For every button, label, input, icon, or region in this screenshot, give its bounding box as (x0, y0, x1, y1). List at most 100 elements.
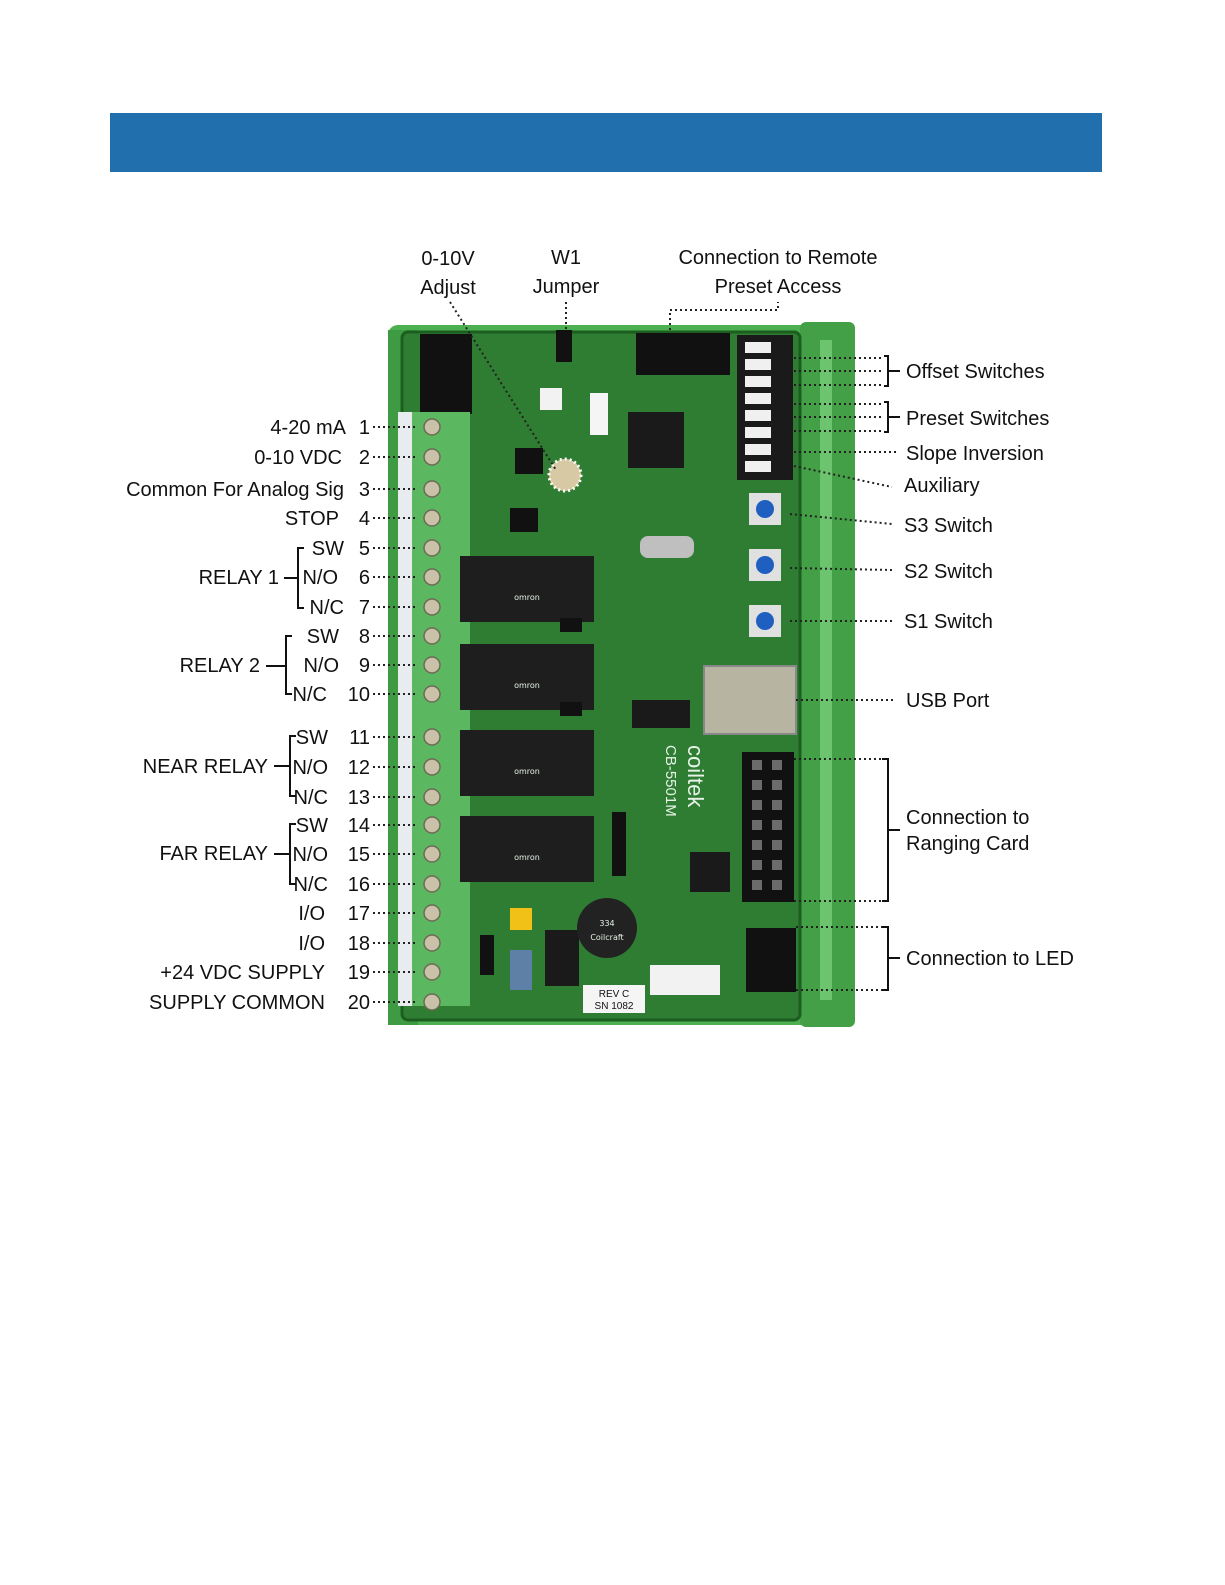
ranging-pin (772, 880, 782, 890)
terminal-label-16: N/C (294, 874, 328, 896)
brand-silk: coiltek (683, 745, 708, 808)
ranging-pin (752, 780, 762, 790)
s3-button[interactable] (749, 493, 781, 525)
terminal-number-4: 4 (359, 508, 370, 530)
terminal-screw-4[interactable] (423, 509, 441, 527)
terminal-screw-15[interactable] (423, 845, 441, 863)
terminal-screw-16[interactable] (423, 875, 441, 893)
terminal-screw-12[interactable] (423, 758, 441, 776)
relay-near (460, 730, 594, 796)
terminal-screw-2[interactable] (423, 448, 441, 466)
left-brackets (266, 547, 304, 885)
terminal-screw-13[interactable] (423, 788, 441, 806)
rev-label: REV C SN 1082 (583, 985, 645, 1013)
terminal-screw-5[interactable] (423, 539, 441, 557)
dip-key-6[interactable] (745, 427, 771, 438)
svg-text:omron: omron (514, 853, 540, 862)
ranging-header[interactable] (742, 752, 794, 902)
inductor: 334 Coilcraft (577, 898, 637, 958)
dip-key-3[interactable] (745, 376, 771, 387)
ranging-pin (772, 800, 782, 810)
terminal-screw-18[interactable] (423, 934, 441, 952)
svg-text:omron: omron (514, 681, 540, 690)
group-relay2: RELAY 2 (180, 655, 260, 677)
ranging-pin (772, 840, 782, 850)
group-relay1: RELAY 1 (199, 567, 279, 589)
label-remote-1: Connection to Remote (678, 247, 877, 269)
terminal-number-20: 20 (348, 992, 370, 1014)
s2-button[interactable] (749, 549, 781, 581)
terminal-number-13: 13 (348, 787, 370, 809)
dip-key-2[interactable] (745, 359, 771, 370)
terminal-label-10: N/C (293, 684, 327, 706)
potentiometer[interactable] (547, 457, 583, 493)
model-silk: CB-5501M (662, 745, 679, 817)
terminal-screw-11[interactable] (423, 728, 441, 746)
led-header[interactable] (746, 928, 796, 992)
svg-text:SN 1082: SN 1082 (595, 1001, 634, 1012)
terminal-number-10: 10 (348, 684, 370, 706)
terminal-screw-17[interactable] (423, 904, 441, 922)
label-ranging-1: Connection to (906, 807, 1029, 829)
remote-preset-header[interactable] (636, 333, 730, 375)
terminal-number-3: 3 (359, 479, 370, 501)
terminal-screw-14[interactable] (423, 816, 441, 834)
svg-text:Coilcraft: Coilcraft (590, 933, 623, 942)
terminal-label-14: SW (296, 815, 328, 837)
terminal-screw-9[interactable] (423, 656, 441, 674)
terminal-label-7: N/C (310, 597, 344, 619)
leader-remote (669, 302, 779, 330)
terminal-number-14: 14 (348, 815, 370, 837)
dip-key-1[interactable] (745, 342, 771, 353)
terminal-number-15: 15 (348, 844, 370, 866)
right-annotations: Offset Switches Preset Switches Slope In… (789, 355, 1074, 991)
terminal-number-6: 6 (359, 567, 370, 589)
terminal-number-16: 16 (348, 874, 370, 896)
group-near: NEAR RELAY (143, 756, 268, 778)
terminal-screw-19[interactable] (423, 963, 441, 981)
terminal-number-8: 8 (359, 626, 370, 648)
s1-button[interactable] (749, 605, 781, 637)
terminal-screw-8[interactable] (423, 627, 441, 645)
label-adjust-1: 0-10V (421, 248, 475, 270)
label-ranging-2: Ranging Card (906, 833, 1029, 855)
ranging-pin (752, 840, 762, 850)
terminal-number-19: 19 (348, 962, 370, 984)
label-usb: USB Port (906, 690, 990, 712)
dip-switch[interactable] (737, 335, 793, 480)
ranging-pin (772, 760, 782, 770)
relay-k2 (460, 644, 594, 710)
terminal-number-11: 11 (349, 727, 370, 749)
terminal-label-2: 0-10 VDC (254, 447, 342, 469)
terminal-strip (398, 412, 470, 1011)
terminal-screw-7[interactable] (423, 598, 441, 616)
ranging-pin (772, 820, 782, 830)
terminal-number-12: 12 (348, 757, 370, 779)
svg-text:334: 334 (599, 919, 614, 928)
terminal-label-17: I/O (298, 903, 325, 925)
terminal-number-2: 2 (359, 447, 370, 469)
terminal-screw-20[interactable] (423, 993, 441, 1011)
terminal-number-18: 18 (348, 933, 370, 955)
terminal-number-1: 1 (359, 417, 370, 439)
ranging-pin (752, 760, 762, 770)
terminal-screw-3[interactable] (423, 480, 441, 498)
ranging-pin (752, 800, 762, 810)
dip-key-4[interactable] (745, 393, 771, 404)
ranging-pin (752, 860, 762, 870)
dip-key-8[interactable] (745, 461, 771, 472)
relay-far (460, 816, 594, 882)
usb-port[interactable] (703, 665, 797, 735)
label-offset: Offset Switches (906, 361, 1045, 383)
terminal-label-20: SUPPLY COMMON (149, 992, 325, 1014)
jumper-w1[interactable] (556, 330, 572, 362)
terminal-screw-6[interactable] (423, 568, 441, 586)
ranging-pin (772, 860, 782, 870)
dip-key-5[interactable] (745, 410, 771, 421)
dip-key-7[interactable] (745, 444, 771, 455)
connector-bottom (650, 965, 720, 995)
label-preset: Preset Switches (906, 408, 1049, 430)
terminal-screw-10[interactable] (423, 685, 441, 703)
terminal-screw-1[interactable] (423, 418, 441, 436)
